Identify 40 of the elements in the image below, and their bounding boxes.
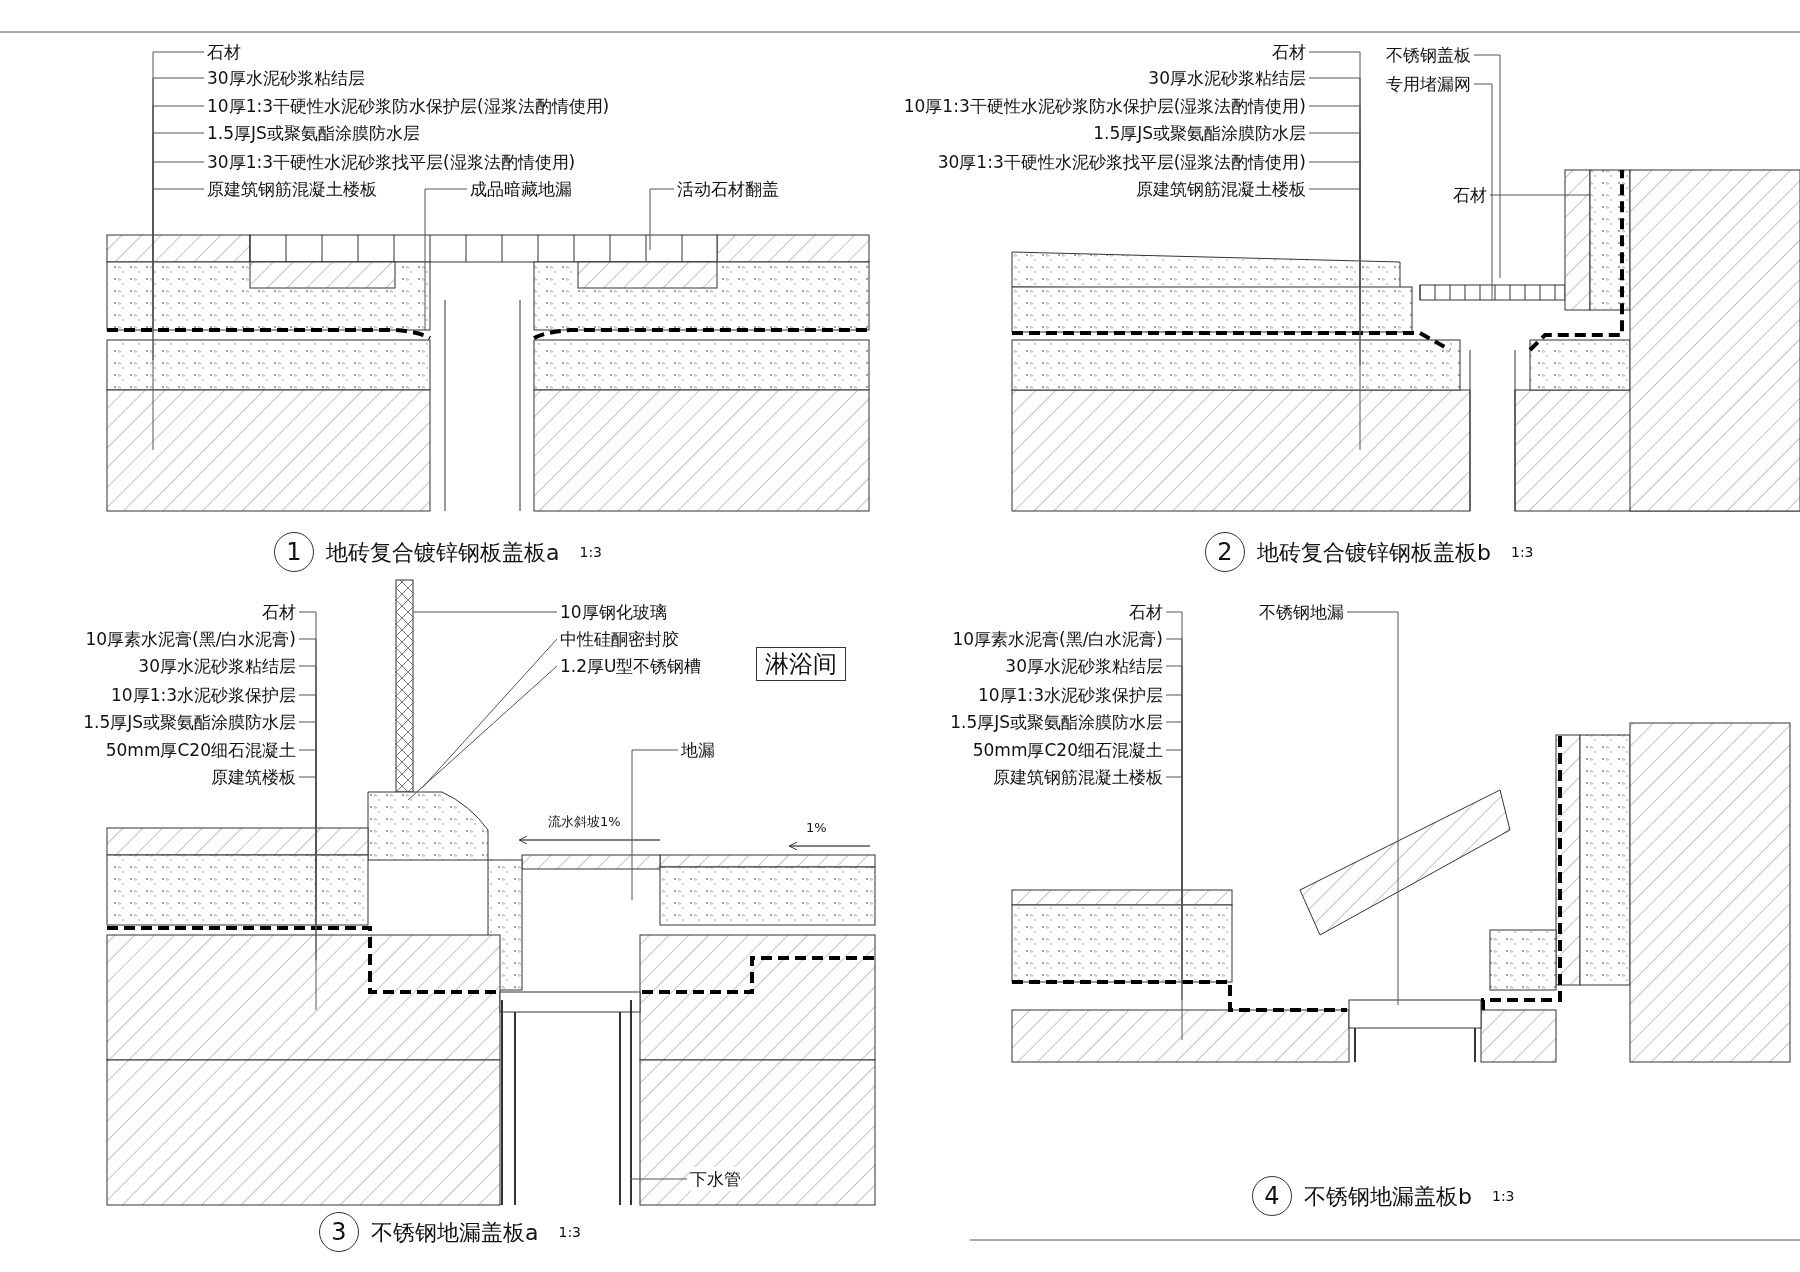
leader-label: 1.5厚JS或聚氨酯涂膜防水层: [207, 121, 420, 145]
slope-label: 流水斜坡1%: [548, 813, 621, 831]
leader-line: [1489, 194, 1591, 196]
leader-line: [629, 1178, 688, 1180]
leader-line: [152, 188, 205, 451]
leader-line: [1473, 54, 1501, 279]
leader-label: 不锈钢盖板: [1386, 43, 1471, 67]
leader-label: 1.5厚JS或聚氨酯涂膜防水层: [1093, 121, 1306, 145]
scale-text: 1:3: [1510, 542, 1534, 562]
leader-label: 活动石材翻盖: [677, 177, 779, 201]
leader-line: [412, 611, 558, 613]
leader-label: 10厚1:3水泥砂浆保护层: [111, 683, 296, 707]
leader-line: [1346, 611, 1399, 1006]
leader-line: [631, 749, 679, 901]
leader-line: [1308, 188, 1361, 451]
scale-text: 1:3: [1491, 1186, 1515, 1206]
detail-title: 地砖复合镀锌钢板盖板b: [1257, 538, 1491, 567]
leader-label: 10厚素水泥膏(黑/白水泥膏): [85, 627, 296, 651]
leader-line: [1165, 776, 1183, 1041]
leader-label: 10厚1:3干硬性水泥砂浆防水保护层(湿浆法酌情使用): [207, 94, 610, 118]
leader-line: [298, 776, 317, 1011]
leader-label: 10厚1:3水泥砂浆保护层: [978, 683, 1163, 707]
leader-line: [649, 188, 675, 251]
leader-label: 中性硅酮密封胶: [560, 627, 679, 651]
leader-label: 1.5厚JS或聚氨酯涂膜防水层: [83, 710, 296, 734]
detail-title: 地砖复合镀锌钢板盖板a: [326, 538, 560, 567]
scale-text: 1:3: [579, 542, 602, 562]
leader-label: 下水管: [690, 1167, 741, 1191]
room-label-box: 淋浴间: [756, 647, 846, 681]
detail-title: 不锈钢地漏盖板a: [371, 1218, 539, 1247]
leader-line: [407, 665, 558, 801]
leader-line: [1473, 83, 1493, 301]
leader-label: 专用堵漏网: [1386, 72, 1471, 96]
detail-title: 不锈钢地漏盖板b: [1304, 1182, 1472, 1211]
leader-line: [424, 188, 468, 331]
leader-label: 1.5厚JS或聚氨酯涂膜防水层: [950, 710, 1163, 734]
leader-label: 10厚素水泥膏(黑/白水泥膏): [952, 627, 1163, 651]
leader-label: 10厚1:3干硬性水泥砂浆防水保护层(湿浆法酌情使用): [903, 94, 1306, 118]
scale-text: 1:3: [558, 1222, 581, 1242]
leader-label: 10厚钢化玻璃: [560, 600, 667, 624]
